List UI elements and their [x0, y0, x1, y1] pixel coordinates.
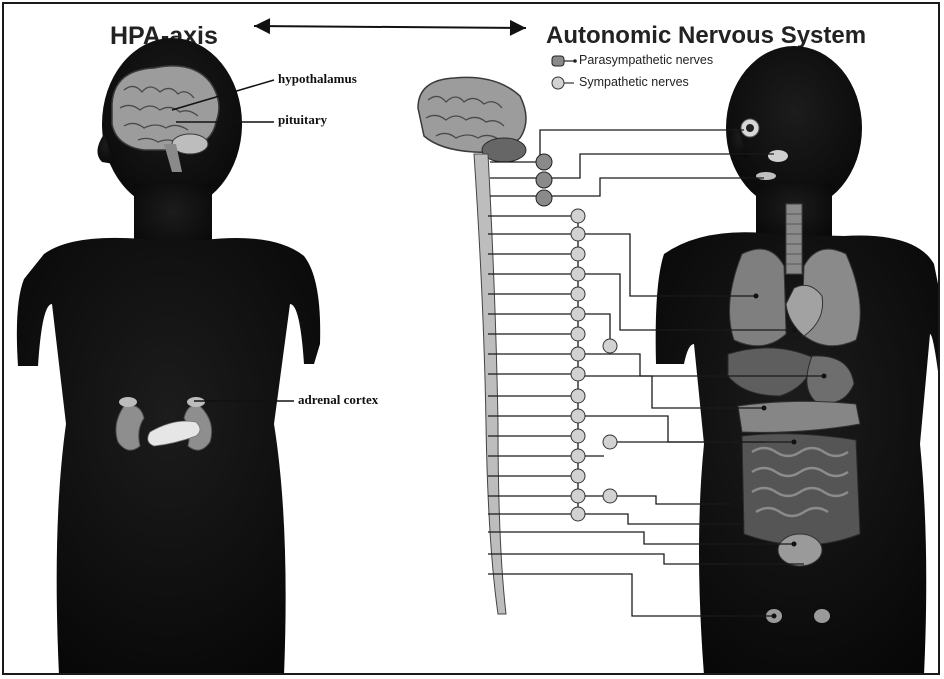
- adrenal-cortex-label: adrenal cortex: [298, 392, 378, 408]
- hypothalamus-label: hypothalamus: [278, 71, 357, 87]
- pituitary-label: pituitary: [278, 112, 327, 128]
- legend-sympathetic-label: Sympathetic nerves: [579, 75, 689, 89]
- ans-brain-spine: [418, 77, 526, 614]
- diagram-canvas: [4, 4, 940, 675]
- connection-arrow: [254, 26, 526, 28]
- legend-parasympathetic-marker: [552, 56, 577, 66]
- legend-sympathetic-marker: [552, 77, 574, 89]
- legend-parasympathetic-label: Parasympathetic nerves: [579, 53, 713, 67]
- parasympathetic-ganglia: [536, 154, 552, 206]
